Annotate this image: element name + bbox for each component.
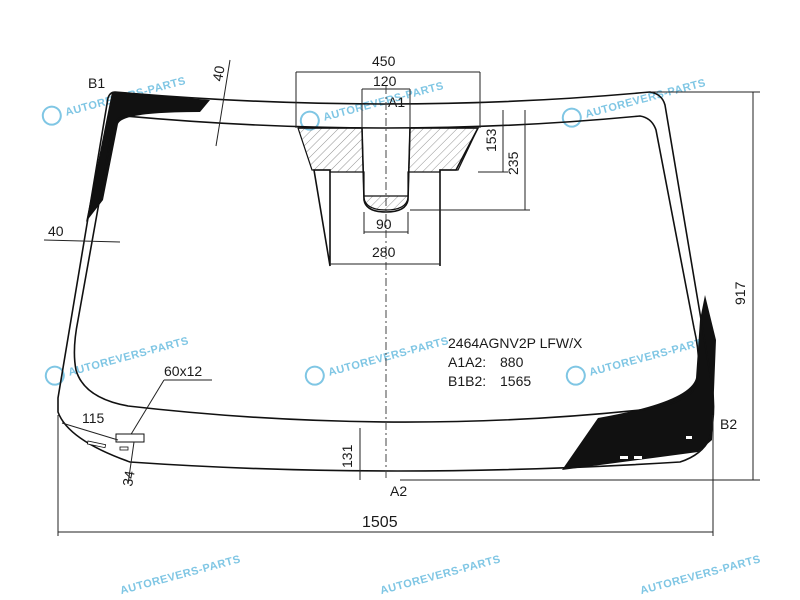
point-b2-label: B2 <box>720 416 737 432</box>
dim-280-label: 280 <box>372 244 396 260</box>
watermark-text: AUTOREVERS-PARTS <box>379 553 502 597</box>
watermark-logo-icon <box>304 365 325 386</box>
point-a1-label: A1 <box>388 94 405 110</box>
glass-inner-edge <box>73 115 700 423</box>
dim-450-label: 450 <box>372 53 396 69</box>
watermark-text: AUTOREVERS-PARTS <box>584 77 707 121</box>
vin-window-leader <box>129 379 165 437</box>
watermark-logo-icon <box>41 105 62 126</box>
b1b2-label: B1B2: <box>448 373 486 389</box>
dim-120-label: 120 <box>373 73 397 89</box>
watermark-8: AUTOREVERS-PARTS <box>379 553 502 597</box>
watermark-logo-icon <box>44 365 65 386</box>
print-dot <box>86 440 107 449</box>
a1a2-value: 880 <box>500 354 524 370</box>
dim-131-label: 131 <box>339 444 355 468</box>
dim-40-top-line <box>215 59 231 147</box>
dim-34-line <box>127 441 135 485</box>
print-dot <box>620 456 628 459</box>
dim-40-top-label: 40 <box>209 64 227 82</box>
dim-235-label: 235 <box>505 151 521 175</box>
watermark-text: AUTOREVERS-PARTS <box>588 335 711 379</box>
print-dot <box>634 456 642 459</box>
watermark-text: AUTOREVERS-PARTS <box>639 553 762 597</box>
point-b1-label: B1 <box>88 75 105 91</box>
print-dot <box>119 446 129 451</box>
dim-34-label: 34 <box>119 469 137 487</box>
dim-40-side-line <box>43 239 121 243</box>
watermark-5: AUTOREVERS-PARTS <box>304 335 450 386</box>
dim-917-label: 917 <box>732 281 748 305</box>
dim-90-label: 90 <box>376 216 392 232</box>
watermark-9: AUTOREVERS-PARTS <box>639 553 762 597</box>
rain-sensor-area <box>297 127 479 211</box>
watermark-logo-icon <box>561 107 582 128</box>
watermark-group: AUTOREVERS-PARTS AUTOREVERS-PARTS AUTORE… <box>41 75 762 597</box>
watermark-logo-icon <box>565 365 586 386</box>
rain-sensor-outline <box>298 127 480 267</box>
dim-40-side-label: 40 <box>48 223 64 239</box>
watermark-7: AUTOREVERS-PARTS <box>119 553 242 597</box>
dim-153-label: 153 <box>483 128 499 152</box>
glass-outer-edge <box>57 91 715 472</box>
black-print-right <box>562 295 716 470</box>
dim-115-label: 115 <box>82 410 105 426</box>
vin-window-rect <box>115 433 145 443</box>
watermark-text: AUTOREVERS-PARTS <box>327 335 450 379</box>
watermark-6: AUTOREVERS-PARTS <box>565 335 711 386</box>
black-print-left <box>86 92 210 222</box>
watermark-text: AUTOREVERS-PARTS <box>119 553 242 597</box>
vin-window-label: 60x12 <box>164 363 202 379</box>
point-a2-label: A2 <box>390 483 407 499</box>
a1a2-label: A1A2: <box>448 354 486 370</box>
print-dot <box>686 436 692 439</box>
dim-115-line <box>61 422 119 441</box>
dim-1505-label: 1505 <box>362 514 398 531</box>
part-code: 2464AGNV2P LFW/X <box>448 335 583 351</box>
b1b2-value: 1565 <box>500 373 531 389</box>
